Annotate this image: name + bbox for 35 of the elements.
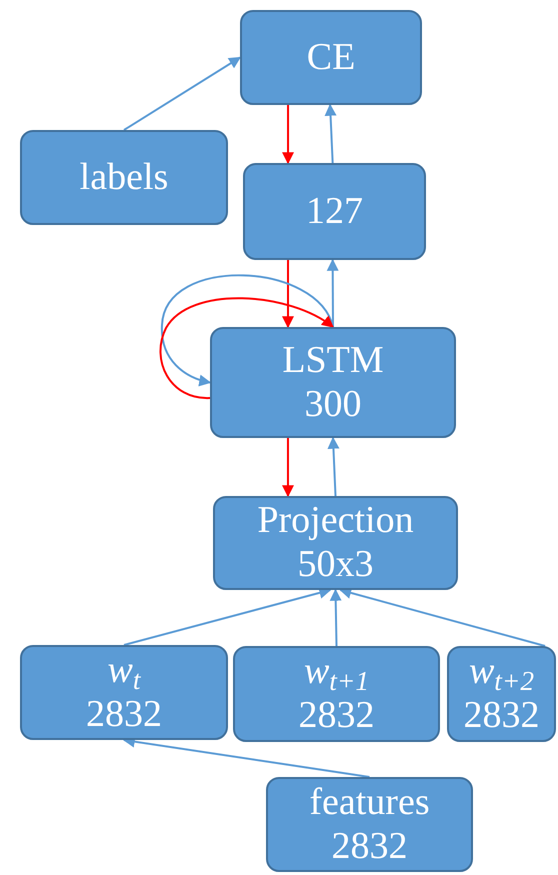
layer-box <box>213 496 458 590</box>
layer-box <box>210 327 456 438</box>
layer-label: 300 <box>304 382 362 426</box>
layer-label: CE <box>306 36 356 80</box>
arrow <box>161 274 334 386</box>
layer-label: w$_{t+1}$ <box>304 650 370 694</box>
layer-label: 2832 <box>464 694 540 738</box>
layer-box <box>233 646 440 742</box>
layer-label: features <box>309 780 430 824</box>
layer-box <box>20 645 228 740</box>
arrow <box>282 260 294 328</box>
layer-box <box>240 10 422 105</box>
arrow <box>123 56 242 131</box>
layer-label: 127 <box>306 190 363 234</box>
layer-label: labels <box>80 156 168 200</box>
arrow <box>330 588 342 646</box>
layer-label: Projection <box>257 499 414 543</box>
arrow <box>324 104 337 164</box>
layer-label: 50x3 <box>298 543 374 587</box>
arrow <box>327 436 340 496</box>
layer-box <box>447 646 556 742</box>
layer-label: 2832 <box>332 824 408 868</box>
arrow <box>160 297 334 400</box>
layer-box <box>266 777 473 872</box>
arrow <box>326 258 339 327</box>
arrow <box>339 587 546 647</box>
layer-box <box>243 163 426 260</box>
arrow <box>282 105 294 164</box>
layer-label: 2832 <box>298 694 374 738</box>
layer-label: w$_{t+2}$ <box>468 650 534 694</box>
layer-label: 2832 <box>86 692 162 736</box>
layer-box <box>20 130 228 225</box>
arrow <box>282 438 294 498</box>
layer-label: w$_{t}$ <box>108 648 140 692</box>
layer-label: LSTM <box>282 338 384 382</box>
